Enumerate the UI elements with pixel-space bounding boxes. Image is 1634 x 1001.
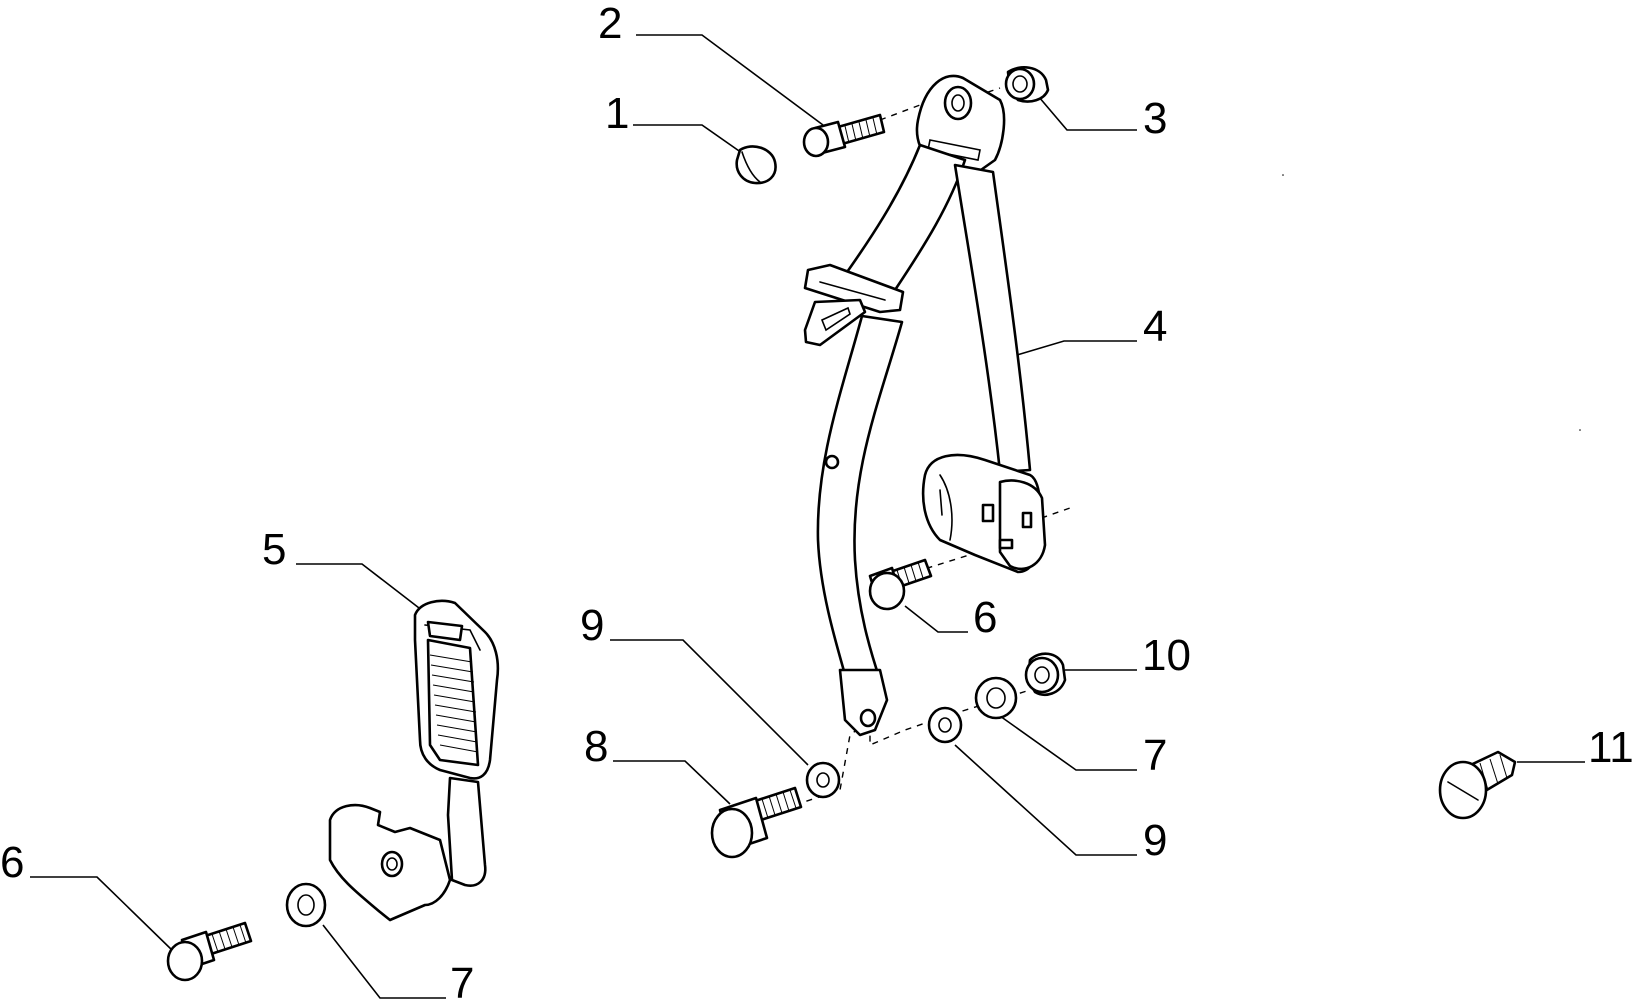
label-4: 4 [1143,302,1167,351]
leader-7b [322,924,446,999]
label-7a: 7 [1143,731,1167,780]
part-2-bolt [802,113,886,158]
part-1-cap [735,145,777,185]
label-5: 5 [262,525,286,574]
label-6a: 6 [973,593,997,642]
label-2: 2 [598,0,622,48]
part-11-push-rivet [1438,750,1517,820]
part-5-buckle [328,599,500,922]
label-9a: 9 [580,601,604,650]
part-6b-bolt [166,921,253,982]
leader-9b [954,744,1137,856]
part-7a-washer [974,676,1018,720]
label-6b: 6 [0,838,24,887]
leader-7a [999,715,1137,771]
label-9b: 9 [1143,816,1167,865]
label-10: 10 [1142,631,1191,680]
leader-2 [636,34,824,126]
part-10-spacer [1024,652,1067,696]
part-9a-washer [805,761,841,799]
leader-1 [633,124,753,161]
label-11: 11 [1588,723,1634,772]
leader-4 [1016,340,1137,356]
leader-8 [613,760,731,805]
leader-lines [30,34,1585,999]
leader-6a [904,605,968,633]
label-3: 3 [1143,94,1167,143]
label-7b: 7 [450,959,474,1001]
leader-3 [1032,89,1137,131]
part-8-bolt [710,786,803,859]
leader-9a [610,639,809,766]
part-7b-washer [285,882,327,928]
leader-6b [30,876,175,953]
label-1: 1 [605,89,629,138]
part-6a-bolt [868,558,933,611]
part-3-bushing [1004,66,1050,103]
part-9b-washer [927,706,963,744]
label-8: 8 [584,722,608,771]
leader-5 [296,563,433,619]
part-4-seatbelt [803,74,1047,737]
